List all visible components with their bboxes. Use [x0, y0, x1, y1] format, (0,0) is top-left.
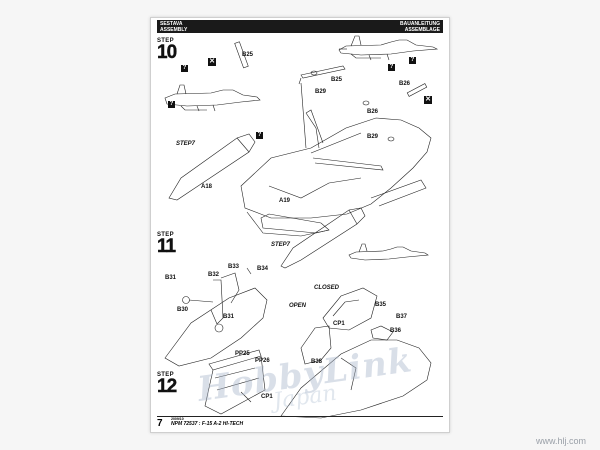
- label-a19: A19: [279, 198, 291, 204]
- watermark-url: www.hlj.com: [535, 436, 586, 446]
- section-header-bar: SESTAVA ASSEMBLY BAUANLEITUNG ASSEMBLAGE: [157, 20, 443, 33]
- header-left: SESTAVA ASSEMBLY: [160, 21, 187, 33]
- header-bauanleitung: BAUANLEITUNG: [400, 21, 440, 27]
- aircraft-side-view-left: [164, 84, 261, 112]
- label-b33: B33: [228, 264, 240, 270]
- label-b32: B32: [208, 272, 220, 278]
- canopy-assembly-step11: [280, 287, 432, 419]
- page-number: 7: [157, 418, 163, 429]
- cross-mark-icon: ✕: [424, 96, 432, 104]
- label-pp26: PP26: [255, 358, 270, 364]
- step-11-word: STEP: [157, 232, 174, 238]
- part-b29-stubs: [298, 65, 395, 149]
- label-b29: B29: [367, 134, 379, 140]
- label-b30: B30: [177, 307, 189, 313]
- step-11-marker: STEP 11: [157, 232, 177, 257]
- page-footer: 7 2009/10 NPM 72537 : F-15 A-2 HI-TECH: [157, 416, 443, 429]
- label-b26: B26: [399, 81, 411, 87]
- step-10-marker: STEP 10: [157, 38, 178, 63]
- step-10-number: 10: [157, 42, 178, 63]
- label-b36: B36: [390, 328, 402, 334]
- label-b26: B26: [367, 109, 379, 115]
- label-b29: B29: [315, 89, 327, 95]
- step-11-number: 11: [157, 236, 177, 257]
- label-b37: B37: [396, 314, 408, 320]
- drop-tank-lower: [280, 207, 366, 269]
- label-step7: STEP7: [271, 242, 291, 248]
- header-assemblage: ASSEMBLAGE: [404, 27, 440, 33]
- instrument-panel-step12: [204, 349, 266, 415]
- label-step7: STEP7: [176, 141, 196, 147]
- question-mark-icon: ?: [409, 57, 416, 64]
- label-b31: B31: [165, 275, 177, 281]
- aircraft-side-view-top-right: [338, 35, 439, 61]
- label-b25: B25: [331, 77, 343, 83]
- label-open: OPEN: [289, 303, 307, 309]
- footer-year: 2009/10: [171, 417, 184, 421]
- label-a18: A18: [201, 184, 213, 190]
- drop-tank-upper: [168, 133, 256, 201]
- question-mark-icon: ?: [256, 132, 263, 139]
- cross-mark-icon: ✕: [208, 58, 216, 66]
- label-pp25: PP25: [235, 351, 250, 357]
- nose-gear-assembly-step11: [164, 267, 268, 367]
- step-12-marker: STEP 12: [157, 372, 178, 397]
- label-b31: B31: [223, 314, 235, 320]
- header-assembly: ASSEMBLY: [160, 27, 188, 33]
- label-b38: B38: [311, 359, 323, 365]
- label-b25: B25: [242, 52, 254, 58]
- question-mark-icon: ?: [181, 65, 188, 72]
- footer-product-code: NPM 72537 : F-15 A-2 HI-TECH: [171, 421, 244, 427]
- instruction-sheet: SESTAVA ASSEMBLY BAUANLEITUNG ASSEMBLAGE: [150, 17, 450, 433]
- fuselage-assembly-step10: [240, 109, 432, 237]
- part-b25-rod: [234, 41, 249, 69]
- question-mark-icon: ?: [388, 64, 395, 71]
- step-12-number: 12: [157, 376, 178, 397]
- step-10-word: STEP: [157, 38, 174, 44]
- header-right: BAUANLEITUNG ASSEMBLAGE: [400, 21, 440, 33]
- label-cp1: CP1: [333, 321, 345, 327]
- label-b34: B34: [257, 266, 269, 272]
- label-cp1: CP1: [261, 394, 273, 400]
- question-mark-icon: ?: [168, 101, 175, 108]
- label-closed: CLOSED: [314, 285, 340, 291]
- header-sestava: SESTAVA: [160, 21, 183, 27]
- assembly-line-art: [164, 35, 439, 419]
- part-b26-rod: [406, 83, 428, 97]
- label-b35: B35: [375, 302, 387, 308]
- aircraft-side-view-mid-right: [348, 243, 429, 261]
- step-12-word: STEP: [157, 372, 174, 378]
